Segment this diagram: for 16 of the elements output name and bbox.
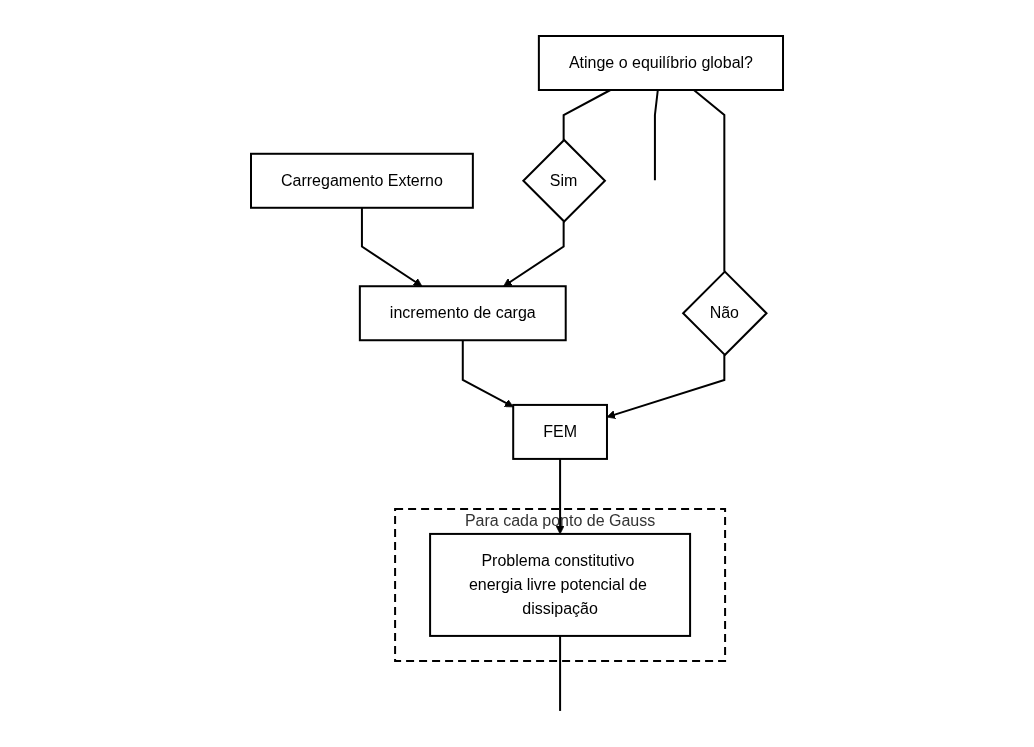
connector — [653, 89, 659, 182]
connector — [562, 89, 612, 142]
node-box: incremento de carga — [358, 285, 567, 342]
arrow — [360, 206, 423, 287]
node-box: FEM — [512, 403, 608, 460]
arrow — [503, 220, 565, 287]
connector — [692, 89, 726, 273]
arrow — [606, 353, 726, 419]
arrow — [461, 339, 514, 408]
node-box: Problema constitutivo energia livre potencial de dissipação — [429, 532, 692, 637]
arrow — [555, 457, 565, 535]
node-box: Atinge o equilíbrio global? — [537, 35, 784, 92]
node-diamond: Não — [681, 270, 768, 357]
connector — [559, 634, 562, 712]
node-diamond: Sim — [521, 138, 607, 223]
node-box: Carregamento Externo — [250, 152, 474, 209]
